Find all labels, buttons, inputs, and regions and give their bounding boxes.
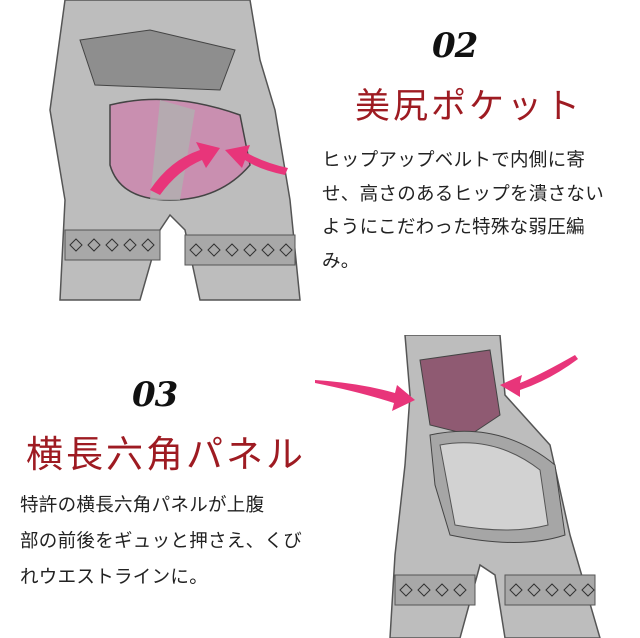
section-02-number: 02: [432, 26, 478, 66]
section-03-number: 03: [132, 375, 178, 415]
body-line: ようにこだわった特殊な弱圧編: [322, 217, 585, 238]
section-03-body: 特許の横長六角パネルが上腹 部の前後をギュッと押さえ、くび れウエストラインに。: [20, 488, 302, 596]
body-line: れウエストラインに。: [20, 567, 209, 588]
section-02-body: ヒップアップベルトで内側に寄 せ、高さのあるヒップを潰さない ようにこだわった特…: [322, 144, 604, 278]
body-line: ヒップアップベルトで内側に寄: [322, 150, 586, 171]
body-line: み。: [322, 250, 360, 272]
section-02-title: 美尻ポケット: [355, 87, 584, 127]
body-line: 部の前後をギュッと押さえ、くび: [20, 531, 303, 552]
hip-pocket-illustration: [49, 0, 301, 301]
section-03-title: 横長六角パネル: [26, 433, 306, 476]
hexagon-panel-illustration: [315, 335, 601, 638]
body-line: せ、高さのあるヒップを潰さない: [322, 183, 605, 205]
body-line: 特許の横長六角パネルが上腹: [20, 495, 265, 516]
